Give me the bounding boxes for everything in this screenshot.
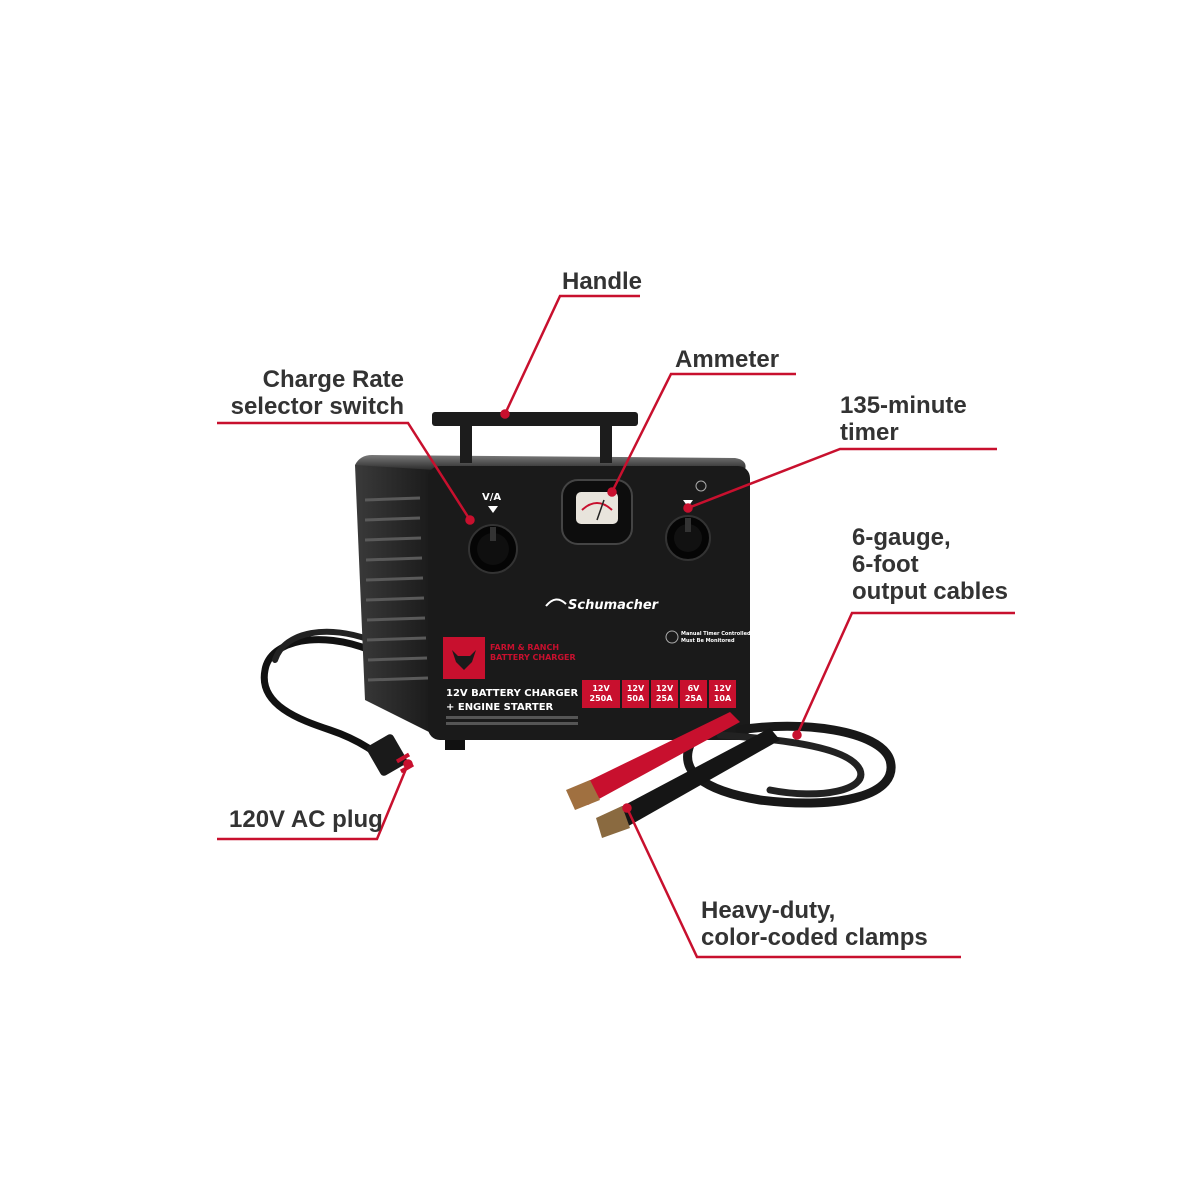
red-clamp — [566, 712, 740, 810]
charger-side-panel — [355, 462, 445, 740]
callout-handle-text: Handle — [562, 268, 643, 295]
callout-timer: 135-minute timer — [840, 392, 967, 446]
callout-cables: 6-gauge, 6-foot output cables — [852, 524, 1008, 605]
panel-title-line1: 12V BATTERY CHARGER — [446, 688, 578, 699]
rating-box-amps: 50A — [627, 694, 645, 703]
callout-leaders — [217, 294, 1015, 959]
callout-ammeter-text: Ammeter — [675, 346, 780, 373]
panel-title-line2: + ENGINE STARTER — [446, 702, 554, 713]
badge-line1: FARM & RANCH — [490, 643, 559, 652]
rating-box — [709, 680, 736, 708]
bull-icon — [452, 650, 476, 670]
farm-ranch-badge: FARM & RANCH BATTERY CHARGER — [443, 637, 576, 679]
dial-pointer-icon — [488, 506, 498, 513]
rating-box-volts: 6V — [688, 684, 701, 693]
rating-box — [582, 680, 620, 708]
ammeter — [561, 479, 633, 545]
rating-box-amps: 250A — [590, 694, 614, 703]
black-clamp — [596, 728, 780, 838]
callout-charge-rate-line1: Charge Rate — [262, 366, 404, 393]
callout-timer-line2: timer — [840, 419, 899, 446]
rating-box — [651, 680, 678, 708]
va-label: V/A — [482, 492, 501, 503]
timer-note-line1: Manual Timer Controlled — [681, 631, 751, 637]
callout-ammeter: Ammeter — [675, 346, 779, 373]
callout-charge-rate-line2: selector switch — [230, 393, 404, 420]
rating-box-volts: 12V — [627, 684, 645, 693]
callout-plug: 120V AC plug — [229, 806, 383, 833]
timer-dial — [665, 480, 711, 561]
rating-box-amps: 10A — [714, 694, 732, 703]
timer-note: Manual Timer Controlled Must Be Monitore… — [665, 630, 751, 644]
callout-cables-line1: 6-gauge, — [852, 524, 951, 551]
callout-cables-line3: output cables — [852, 578, 1009, 605]
clock-icon — [695, 480, 707, 492]
power-cord — [260, 636, 394, 769]
callout-plug-text: 120V AC plug — [229, 806, 383, 833]
ac-plug — [366, 734, 415, 776]
rating-box — [622, 680, 649, 708]
timer-note-line2: Must Be Monitored — [681, 638, 735, 644]
callout-handle: Handle — [562, 268, 642, 295]
rating-box-volts: 12V — [656, 684, 674, 693]
badge-line2: BATTERY CHARGER — [490, 653, 576, 662]
rating-box-amps: 25A — [685, 694, 703, 703]
carry-handle — [432, 412, 638, 463]
rating-box — [680, 680, 707, 708]
rating-box-volts: 12V — [592, 684, 610, 693]
callout-clamps: Heavy-duty, color-coded clamps — [701, 897, 928, 951]
rating-box-amps: 25A — [656, 694, 674, 703]
brand-swoosh-icon — [545, 598, 567, 607]
callout-clamps-line2: color-coded clamps — [701, 924, 928, 951]
brand-logo: Schumacher — [568, 598, 660, 613]
rating-box-volts: 12V — [714, 684, 732, 693]
charge-rate-dial: V/A — [468, 492, 518, 574]
callout-charge-rate: Charge Rate selector switch — [218, 366, 404, 420]
callout-timer-line1: 135-minute — [840, 392, 967, 419]
cooling-vents — [364, 496, 429, 682]
callout-cables-line2: 6-foot — [852, 551, 919, 578]
callout-clamps-line1: Heavy-duty, — [701, 897, 836, 924]
